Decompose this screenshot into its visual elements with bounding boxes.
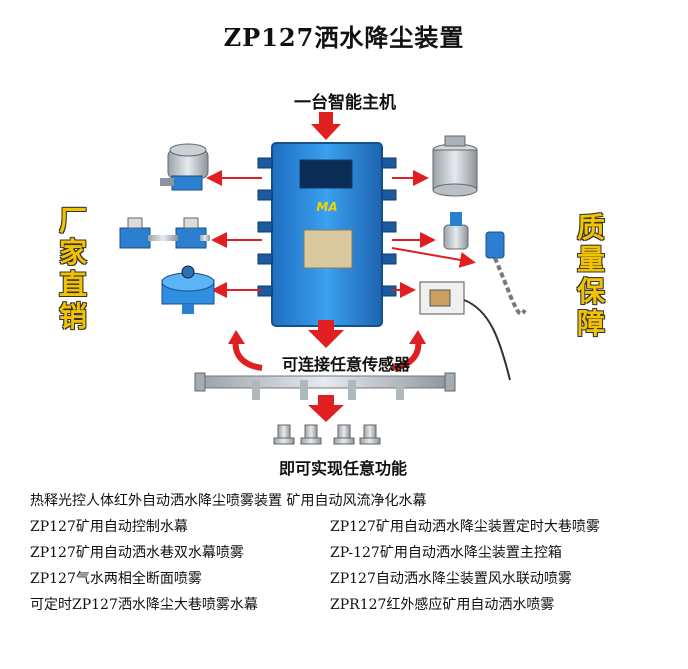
main-control-box — [257, 142, 397, 327]
description-row-1: 热释光控人体红外自动洒水降尘喷雾装置 矿用自动风流净化水幕 — [30, 493, 427, 509]
description-row-3-left: ZP127矿用自动洒水巷双水幕喷雾 — [30, 545, 244, 561]
description-row-2-left: ZP127矿用自动控制水幕 — [30, 519, 188, 535]
description-row-5-right: ZPR127红外感应矿用自动洒水喷雾 — [330, 597, 555, 613]
description-row-4-right: ZP127自动洒水降尘装置风水联动喷雾 — [330, 571, 572, 587]
pressure-switch-image — [443, 212, 469, 250]
right-tagline-char: 保 — [576, 275, 605, 308]
right-tagline-char: 障 — [576, 307, 605, 340]
description-row-5-left: 可定时ZP127洒水降尘大巷喷雾水幕 — [30, 597, 258, 613]
chain-sensor-image — [485, 231, 527, 316]
pipe-valve-pair-image — [119, 217, 210, 249]
spray-nozzles-image — [273, 424, 381, 445]
left-tagline: 厂 家 直 销 — [54, 205, 92, 333]
page-title: ZP127洒水降尘装置 — [223, 23, 465, 52]
infrared-sensor-image — [161, 265, 215, 314]
travel-switch-image — [419, 281, 511, 381]
arrow-down-middle — [308, 320, 344, 348]
function-label: 即可实现任意功能 — [278, 459, 407, 478]
solenoid-valve-image — [160, 143, 209, 191]
right-tagline-char: 质 — [576, 211, 605, 244]
left-tagline-char: 厂 — [58, 204, 87, 237]
arrow-right-3 — [391, 247, 476, 268]
box-brand-mark: MA — [316, 200, 337, 214]
right-tagline: 质 量 保 障 — [572, 212, 610, 340]
description-row-3-right: ZP-127矿用自动洒水降尘装置主控箱 — [330, 545, 562, 561]
description-row-4-left: ZP127气水两相全断面喷雾 — [30, 571, 202, 587]
description-row-2-right: ZP127矿用自动洒水降尘装置定时大巷喷雾 — [330, 519, 600, 535]
left-tagline-char: 直 — [58, 268, 87, 301]
main-unit-label: 一台智能主机 — [294, 93, 396, 113]
dust-sensor-image — [432, 135, 478, 197]
sensor-label: 可连接任意传感器 — [281, 355, 410, 374]
arrow-down-top — [311, 112, 341, 140]
right-tagline-char: 量 — [576, 243, 605, 276]
arrow-down-bottom — [308, 395, 344, 422]
left-tagline-char: 销 — [58, 300, 87, 333]
spray-pipe-image — [194, 372, 456, 400]
left-tagline-char: 家 — [58, 236, 87, 269]
